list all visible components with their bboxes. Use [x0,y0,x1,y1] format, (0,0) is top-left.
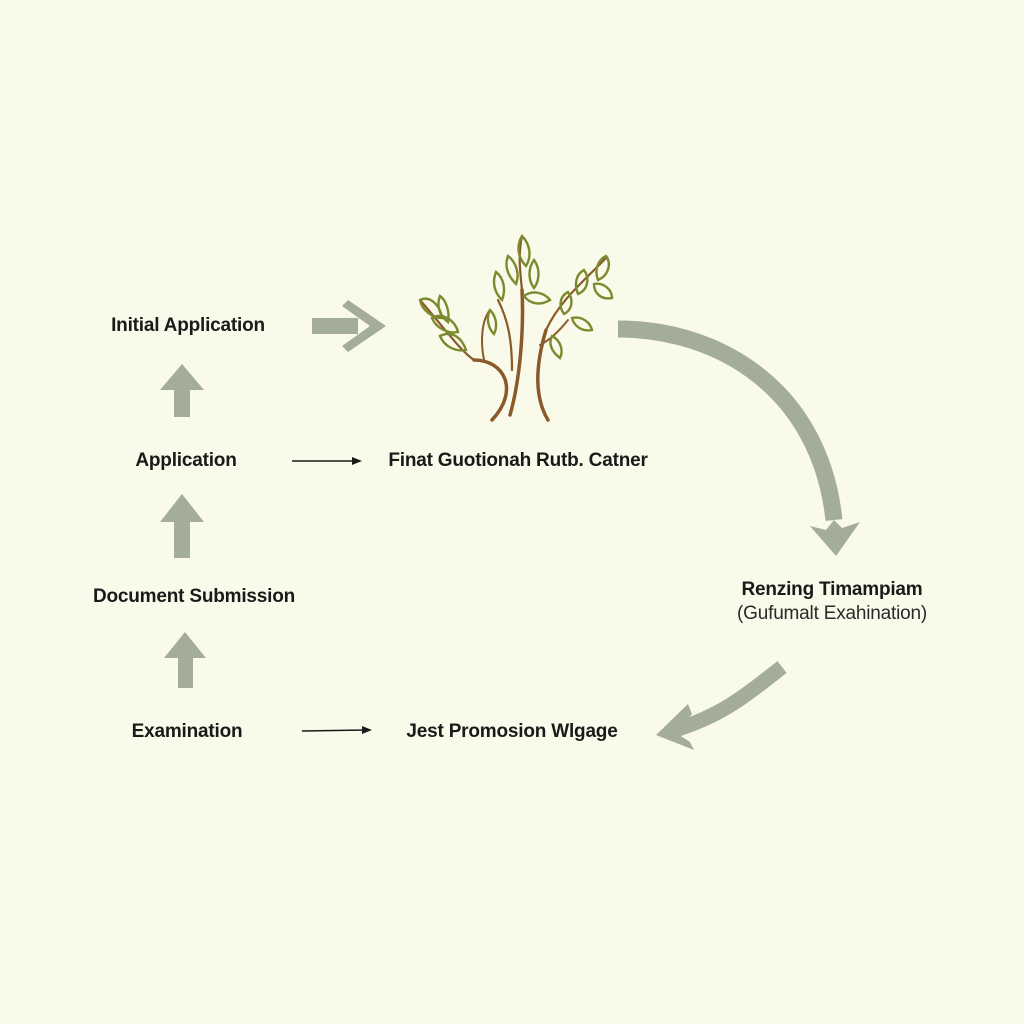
thin-arrow-application-to-final [292,457,362,465]
step-renzing-title: Renzing Timampiam [741,579,923,600]
curved-arrow-plant-to-renzing [617,320,860,556]
plant-sprig-icon [418,234,614,422]
step-final-goal: Finat Guotionah Rutb. Catner [388,450,648,471]
step-document-submission: Document Submission [92,586,296,607]
curved-arrow-renzing-to-jest [656,661,787,750]
arrow-up-examination-to-document [164,632,206,688]
thin-arrow-examination-to-jest [301,726,372,734]
step-application: Application [135,450,237,471]
arrow-up-application-to-initial [160,364,204,417]
step-renzing-subtitle: (Gufumalt Exahination) [737,603,927,624]
step-jest-promotion: Jest Promosion Wlgage [406,721,618,742]
step-initial-application: Initial Application [111,315,265,336]
step-examination: Examination [131,721,243,742]
arrow-right-initial-to-plant [312,300,386,352]
arrow-up-document-to-application [160,494,204,558]
